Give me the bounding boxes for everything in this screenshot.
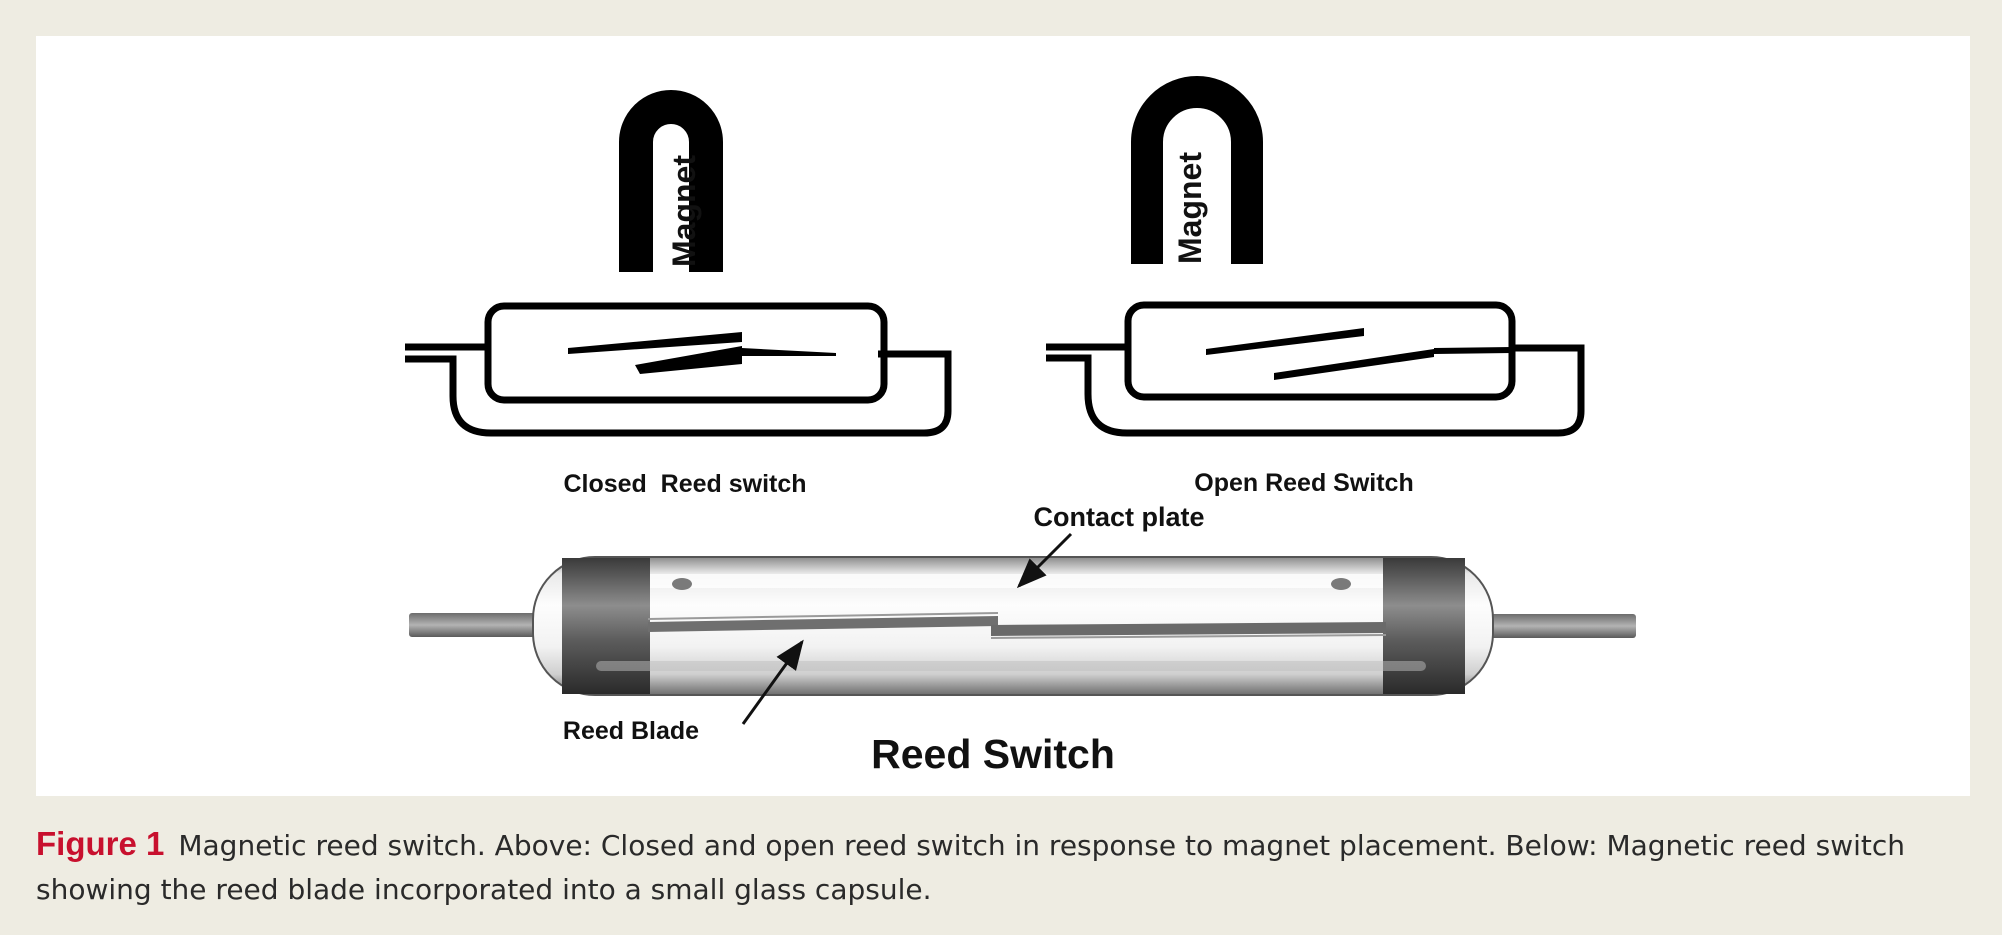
lead-wire-open bbox=[1046, 344, 1585, 437]
lead-wire-left bbox=[409, 613, 569, 637]
figure-illustration: Magnet Closed Reed switch Magnet Open Re… bbox=[405, 76, 1636, 777]
reed-blade-closed-tail bbox=[742, 348, 836, 356]
open-switch-diagram: Magnet Open Reed Switch bbox=[1046, 76, 1585, 497]
closed-switch-caption: Closed Reed switch bbox=[563, 470, 806, 498]
reed-blade-arrow bbox=[741, 639, 804, 725]
lead-wire-closed bbox=[405, 350, 952, 437]
figure-caption-text: Magnetic reed switch. Above: Closed and … bbox=[36, 829, 1905, 906]
magnet-label-right: Magnet bbox=[1172, 152, 1208, 264]
magnet-horseshoe-right bbox=[1131, 76, 1263, 264]
contact-plate-arrow bbox=[1016, 532, 1073, 589]
magnet-label-left: Magnet bbox=[666, 155, 702, 267]
end-cap-right bbox=[1383, 558, 1465, 694]
reed-blade-open-left bbox=[1206, 328, 1364, 355]
closed-switch-diagram: Magnet Closed Reed switch bbox=[405, 90, 952, 498]
reed-blade-photo-left bbox=[648, 616, 998, 632]
reed-blade-closed-right bbox=[635, 346, 742, 374]
reed-switch-title: Reed Switch bbox=[871, 731, 1115, 777]
end-cap-left bbox=[562, 558, 650, 694]
reed-blade-open-right bbox=[1274, 349, 1434, 380]
figure-panel: Magnet Closed Reed switch Magnet Open Re… bbox=[36, 36, 1970, 796]
reed-blade-label: Reed Blade bbox=[563, 717, 699, 745]
lead-wire-right bbox=[1484, 614, 1636, 638]
figure-caption-label: Figure 1 bbox=[36, 825, 165, 862]
open-switch-caption: Open Reed Switch bbox=[1194, 469, 1413, 497]
magnet-horseshoe-left bbox=[619, 90, 723, 272]
contact-plate-label: Contact plate bbox=[1033, 502, 1204, 532]
reed-switch-illustration: Contact plate Reed Blade Reed Switch bbox=[409, 502, 1636, 777]
reed-blade-photo-right bbox=[991, 622, 1386, 636]
reed-blade-closed-left bbox=[568, 332, 742, 354]
reed-blade-open-tail bbox=[1434, 347, 1512, 354]
